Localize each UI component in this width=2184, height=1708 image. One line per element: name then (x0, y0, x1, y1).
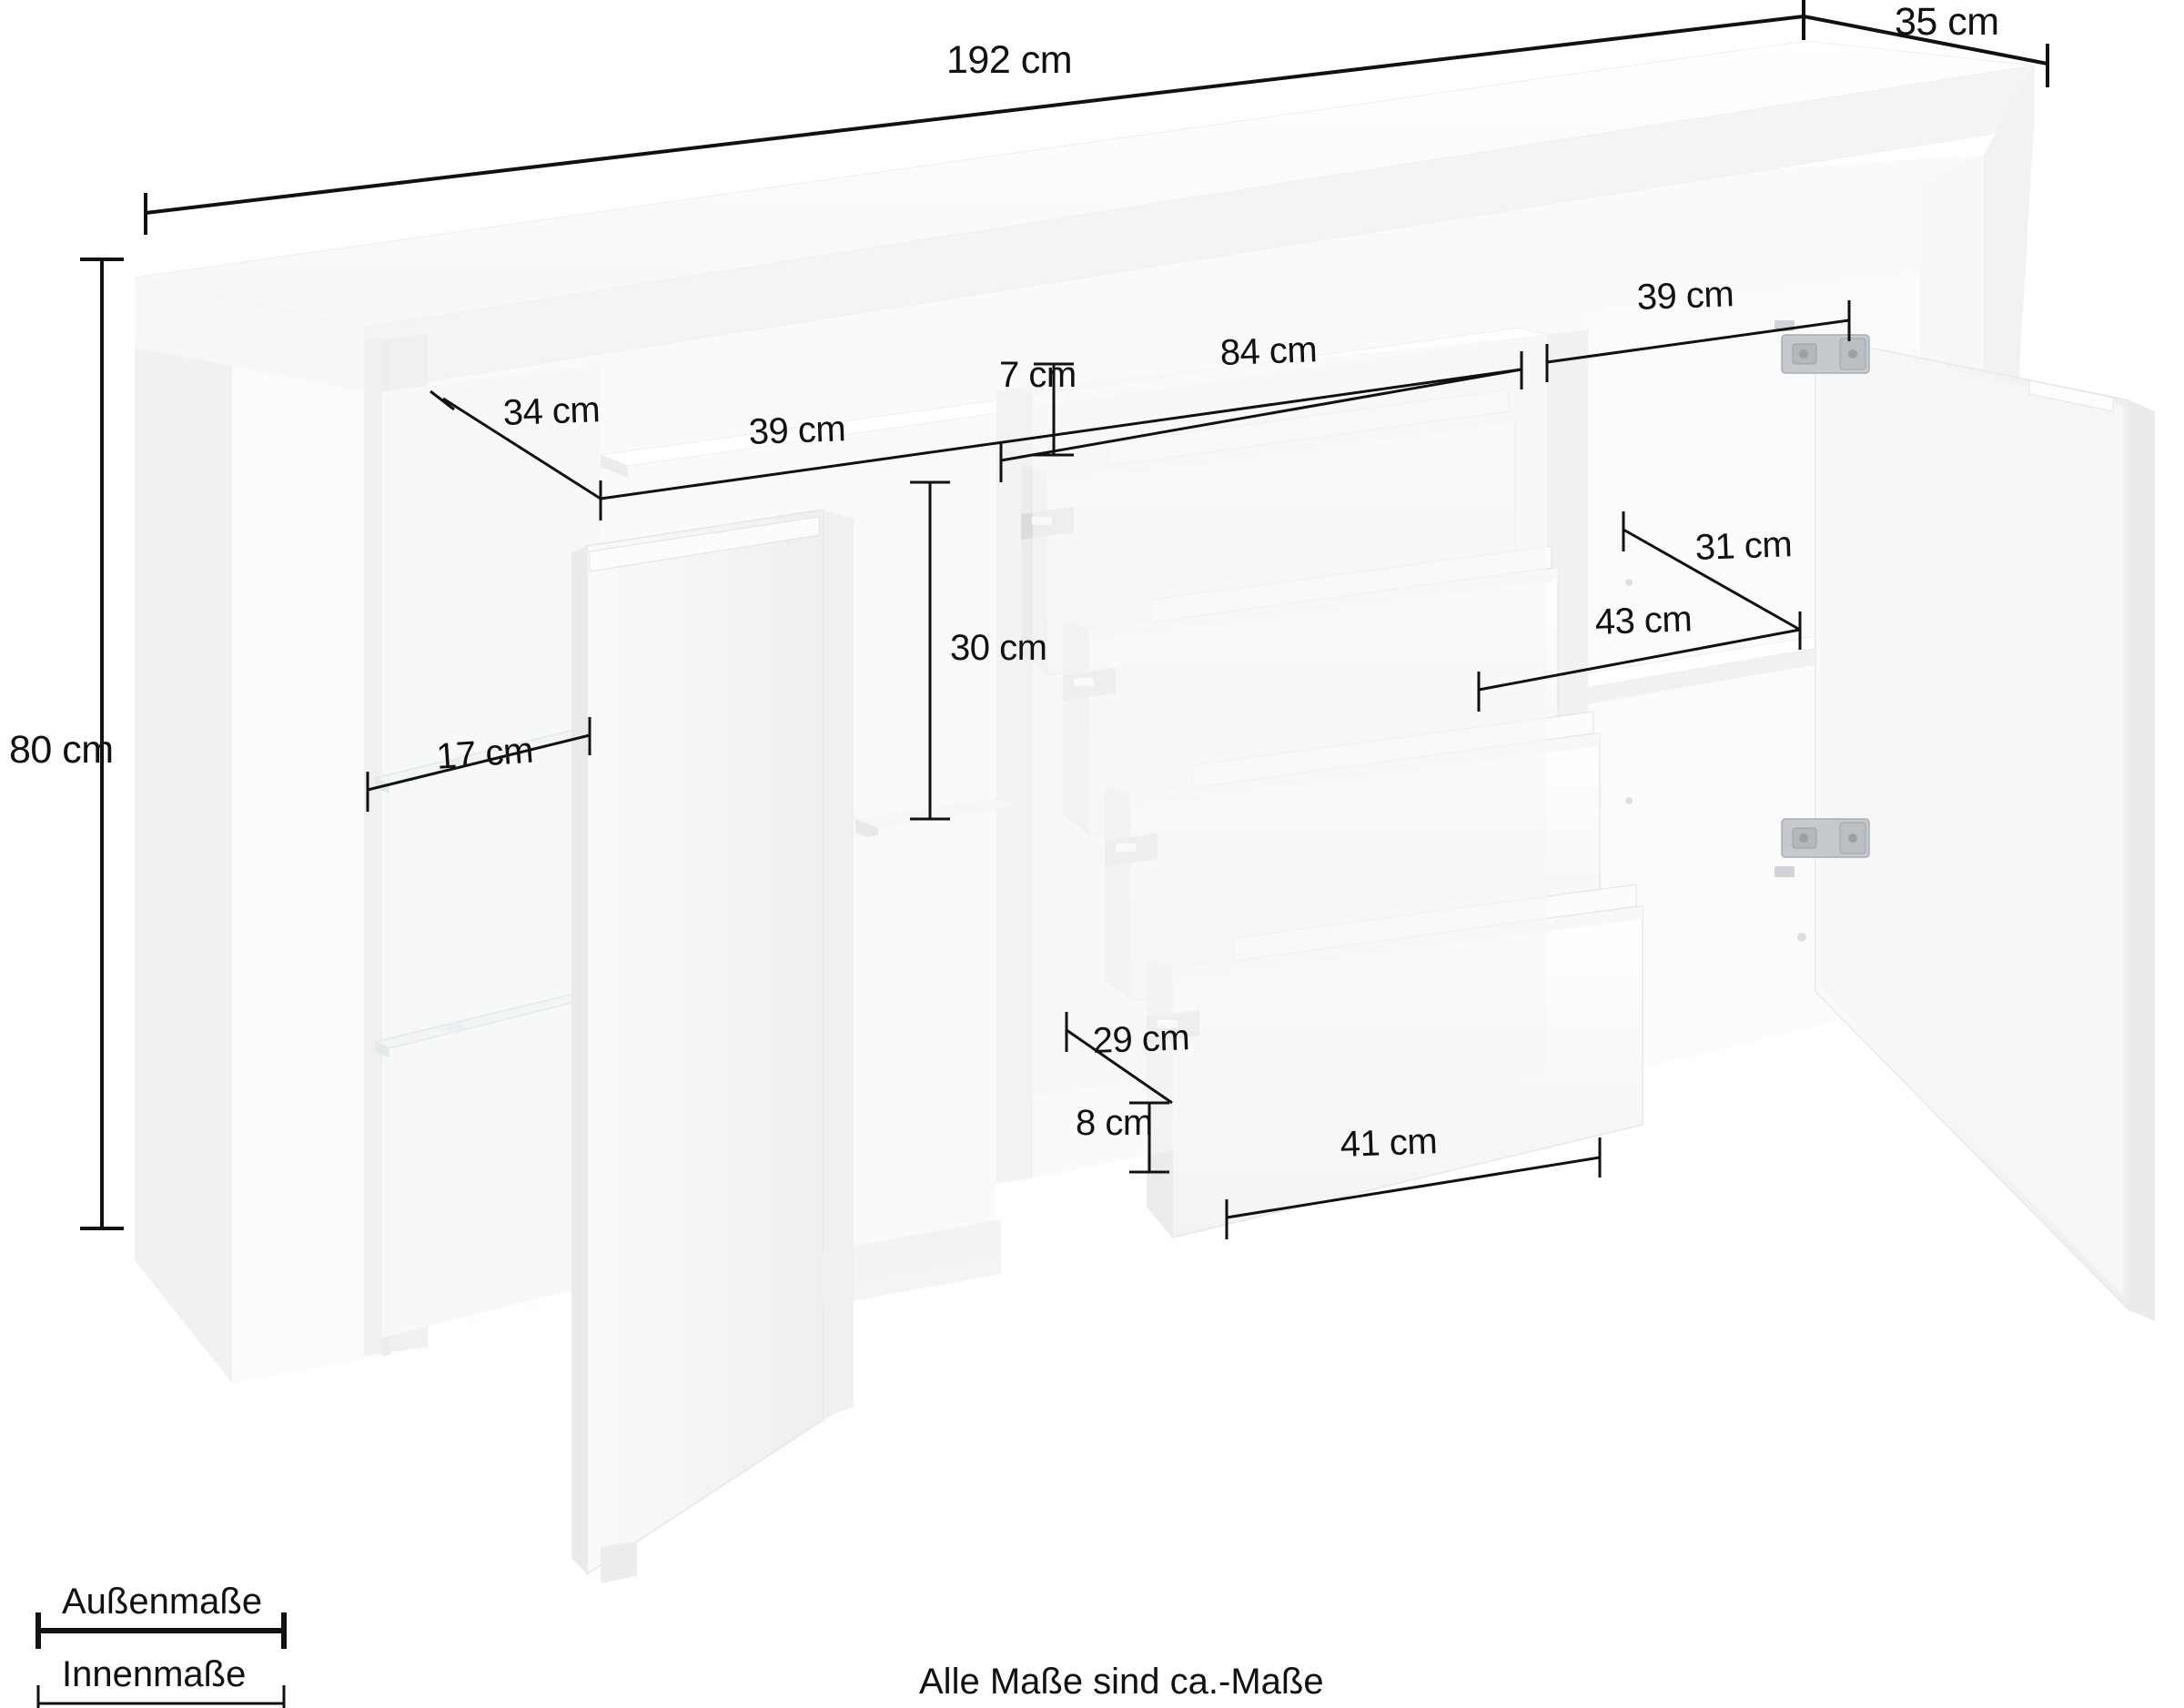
dimline-34 (430, 389, 602, 500)
dimline-43 (1477, 611, 1802, 712)
dimline-192 (144, 0, 1805, 235)
dimline-35 (1803, 15, 2049, 87)
dimline-41 (1225, 1137, 1602, 1239)
dim-label-41: 41 cm (1340, 1121, 1438, 1165)
legend-inner-label: Innenmaße (62, 1654, 247, 1694)
dim-label-8: 8 cm (1076, 1103, 1153, 1143)
dim-label-35: 35 cm (1895, 0, 1999, 44)
legend-outer-line (35, 1612, 287, 1649)
left-open-section (373, 364, 618, 1338)
dim-label-192: 192 cm (946, 38, 1073, 82)
dim-label-84: 84 cm (1219, 329, 1318, 373)
legend-outer-label: Außenmaße (62, 1582, 263, 1622)
dimline-31 (1622, 511, 1801, 632)
dim-label-39-right: 39 cm (1636, 274, 1734, 318)
dim-label-39-left: 39 cm (748, 409, 846, 452)
dim-label-17: 17 cm (435, 730, 535, 777)
dimline-30 (910, 480, 950, 821)
dim-label-34: 34 cm (502, 389, 601, 433)
hinge-top-right (1774, 320, 1870, 374)
dim-label-80: 80 cm (9, 728, 114, 772)
dimline-8 (1129, 1101, 1169, 1174)
dimline-17 (366, 717, 592, 812)
hinge-bottom-right (1774, 818, 1870, 877)
dim-label-43: 43 cm (1594, 599, 1693, 642)
dimline-80 (80, 258, 124, 1230)
right-door[interactable] (1774, 320, 2155, 1321)
dimline-84 (999, 351, 1523, 482)
dimline-29 (1065, 1012, 1173, 1105)
dim-label-31: 31 cm (1694, 524, 1793, 568)
legend-inner-line (36, 1685, 286, 1708)
dim-label-7: 7 cm (999, 355, 1077, 395)
dim-label-30: 30 cm (950, 628, 1047, 668)
dimline-39-right (1545, 300, 1851, 382)
shading (801, 335, 1547, 1310)
left-door[interactable] (571, 509, 854, 1583)
dim-label-29: 29 cm (1092, 1017, 1190, 1061)
footer-note: Alle Maße sind ca.-Maße (919, 1662, 1324, 1702)
dimline-7 (1034, 362, 1074, 457)
